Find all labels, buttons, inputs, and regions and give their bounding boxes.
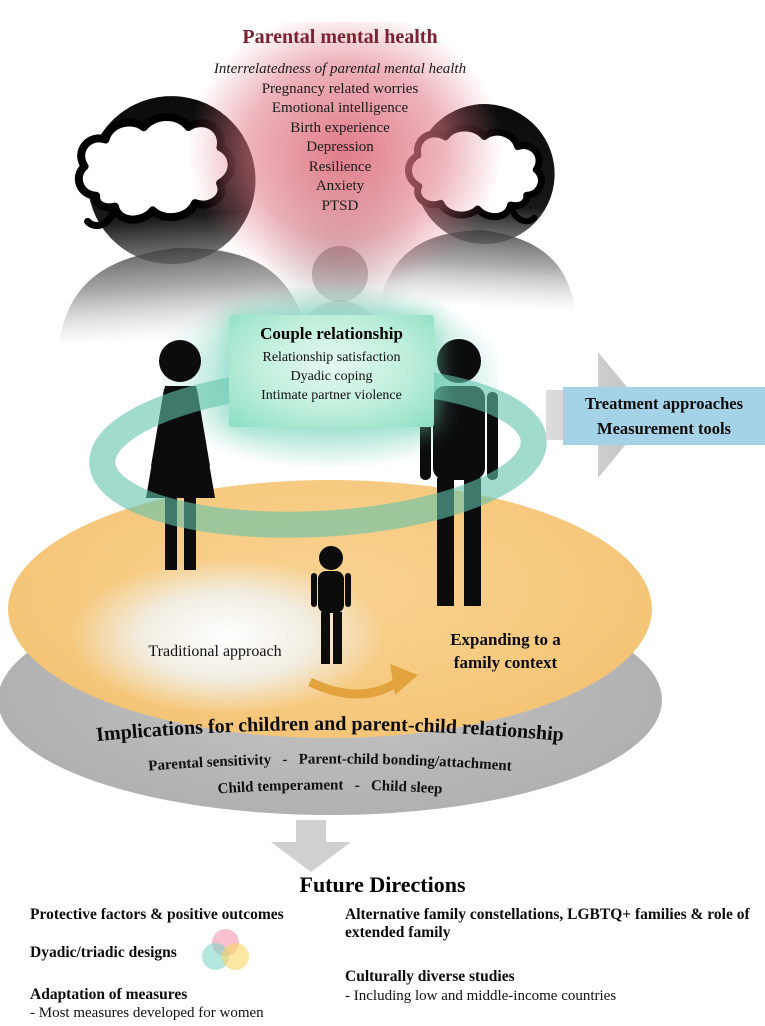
parental-item: Depression [306,139,374,155]
parental-item: PTSD [321,197,359,214]
treatment-box: Treatment approaches Measurement tools [563,387,765,445]
implications-row1: Parental sensitivity - Parent-child bond… [148,751,512,774]
future-item-dyadic-designs: Dyadic/triadic designs [30,944,177,961]
venn-diagram-icon [202,929,252,975]
future-item-culturally-diverse: Culturally diverse studies [345,968,515,985]
svg-text:Parental sensitivity - Paren: Parental sensitivity - Parent-child bond… [148,751,512,774]
curved-arrow-icon [308,664,418,699]
couple-item: Dyadic coping [290,369,373,384]
down-arrow-icon [271,820,351,872]
implications-text-group: Implications for children and parent-chi… [95,713,565,798]
measurement-line: Measurement tools [597,419,731,438]
implications-title: Implications for children and parent-chi… [95,713,565,746]
parental-item: Emotional intelligence [271,100,409,116]
svg-text:Child temperament - Child sl: Child temperament - Child sleep [217,777,443,797]
venn-circle-yellow [222,943,249,970]
parental-item: Birth experience [290,119,390,136]
expanding-family-label: Expanding to a family context [450,630,561,672]
parental-item: Interrelatedness of parental mental heal… [213,61,467,77]
father-silhouette-icon [420,339,498,606]
parental-title: Parental mental health [242,26,438,48]
parental-pink-glow [190,22,500,290]
couple-item: Relationship satisfaction [262,350,401,365]
future-item-adaptation-sub: - Most measures developed for women [30,1005,264,1021]
svg-text:Implications for children and: Implications for children and parent-chi… [95,713,565,746]
future-item-family-constellations: Alternative family constellations, LGBTQ… [345,906,750,941]
child-silhouette-icon [311,546,351,664]
couple-item: Intimate partner violence [261,388,402,403]
future-item-adaptation: Adaptation of measures [30,986,188,1003]
parental-mental-health-block: Parental mental health Interrelatedness … [165,26,515,216]
parental-item: Anxiety [315,178,365,194]
couple-title: Couple relationship [260,324,403,343]
implications-row2: Child temperament - Child sleep [217,777,443,797]
future-directions-title: Future Directions [299,872,466,897]
traditional-approach-label: Traditional approach [148,643,282,660]
treatment-line: Treatment approaches [584,394,744,413]
future-item-protective-factors: Protective factors & positive outcomes [30,906,284,923]
parental-item: Resilience [308,158,372,175]
parental-item: Pregnancy related worries [261,80,419,97]
couple-relationship-box: Couple relationship Relationship satisfa… [229,315,434,427]
future-item-culturally-diverse-sub: - Including low and middle-income countr… [345,988,617,1004]
